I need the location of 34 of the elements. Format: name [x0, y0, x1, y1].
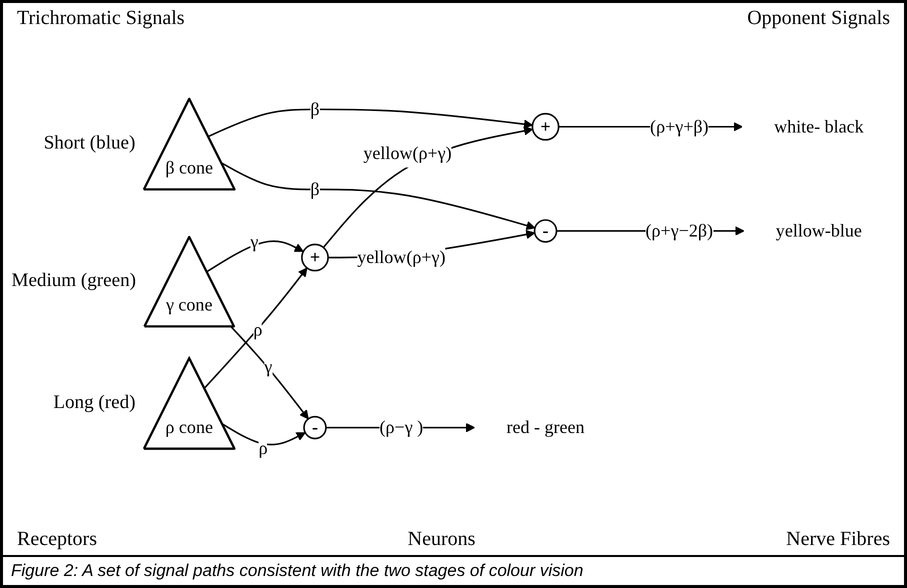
node-text: red - green — [506, 417, 585, 438]
edge-label: (ρ+γ+β) — [650, 116, 709, 137]
node-circle: + — [301, 244, 329, 272]
arrow — [208, 108, 533, 138]
edge-label: ρ — [253, 319, 262, 340]
edge-label: β — [310, 179, 320, 200]
section-heading: Opponent Signals — [747, 7, 890, 30]
node-text: yellow-blue — [776, 220, 862, 241]
edge-label: yellow(ρ+γ) — [357, 247, 446, 268]
receptor-label: Long (red) — [53, 392, 136, 413]
edge-label: (ρ−γ ) — [380, 417, 424, 438]
edge-label: γ — [264, 356, 272, 377]
column-label: Neurons — [408, 528, 476, 551]
edge-label: ρ — [258, 438, 268, 458]
node-circle: - — [303, 416, 327, 440]
arrow — [204, 268, 308, 389]
figure-caption: Figure 2: A set of signal paths consistent with the two stages of colour vision — [3, 555, 904, 585]
arrow — [222, 423, 306, 446]
edge-label: (ρ+γ−2β) — [646, 220, 714, 241]
edge-label: yellow(ρ+γ) — [363, 143, 452, 164]
section-heading: Trichromatic Signals — [17, 7, 185, 30]
column-label: Nerve Fibres — [786, 528, 890, 551]
edge-label: β — [310, 99, 320, 120]
node-circle: + — [532, 112, 560, 141]
arrow — [221, 162, 536, 230]
column-label: Receptors — [17, 528, 97, 551]
arrow — [322, 126, 534, 248]
arrow — [230, 326, 309, 420]
receptor-label: Medium (green) — [11, 270, 136, 292]
node-text: white- black — [774, 116, 864, 137]
node-circle: - — [534, 219, 558, 243]
arrow — [206, 240, 304, 272]
receptor-label: Short (blue) — [44, 132, 136, 154]
edge-label: γ — [250, 232, 258, 252]
